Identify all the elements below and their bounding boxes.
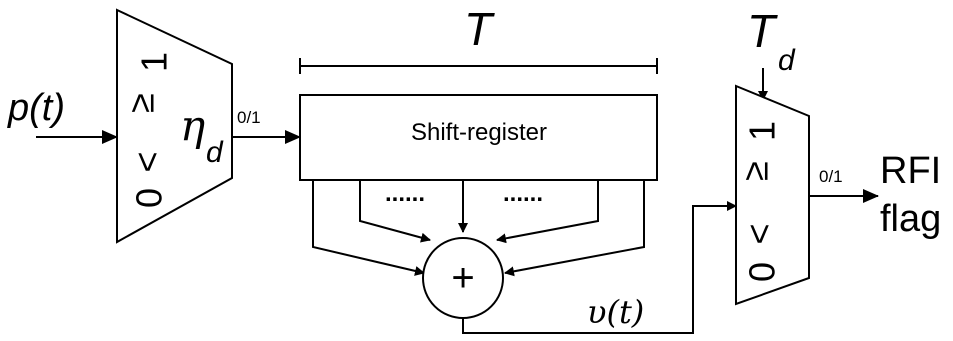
shift-register-box [299,94,658,181]
register-taps [312,180,645,277]
left-comparator-top: 1 [134,52,175,72]
window-length-label: T [464,3,495,55]
tap-outer-right [504,180,645,277]
threshold-td-subscript: d [778,44,796,77]
right-comparator [735,84,810,306]
right-comparator-top: 1 [742,121,783,141]
right-comparator-ge: ≥ [735,161,776,181]
output-label-rfi: RFI [880,150,941,192]
threshold-eta-subscript: d [206,136,224,169]
tap-dots-right: ...... [503,180,543,207]
tap-dots-left: ...... [385,180,425,207]
right-comparator-bottom: 0 [742,262,783,282]
left-comparator-labels: 1 ≥ < 0 [121,52,175,208]
threshold-eta-label: η [180,101,205,150]
input-signal-label: p(t) [7,87,65,129]
right-comparator-lt: < [739,223,780,244]
left-comparator-bottom: 0 [129,188,170,208]
shift-register-label: Shift-register [411,119,547,146]
left-comparator-ge: ≥ [121,93,162,113]
left-comparator [116,8,233,244]
output-label-flag: flag [880,198,941,240]
tap-inner-left [359,180,431,243]
right-comparator-labels: 1 ≥ < 0 [735,121,783,282]
window-bracket [299,58,658,74]
sum-output-label: υ(t) [587,293,644,331]
tap-outer-left [312,180,425,276]
left-comparator-lt: < [127,151,168,172]
tap-inner-right [496,180,599,244]
binary-output-label-2: 0/1 [819,167,843,186]
sum-to-comparator-line [462,201,737,334]
binary-output-label-1: 0/1 [237,108,261,127]
threshold-td-label: T [747,5,778,57]
summation-symbol: + [451,256,474,300]
